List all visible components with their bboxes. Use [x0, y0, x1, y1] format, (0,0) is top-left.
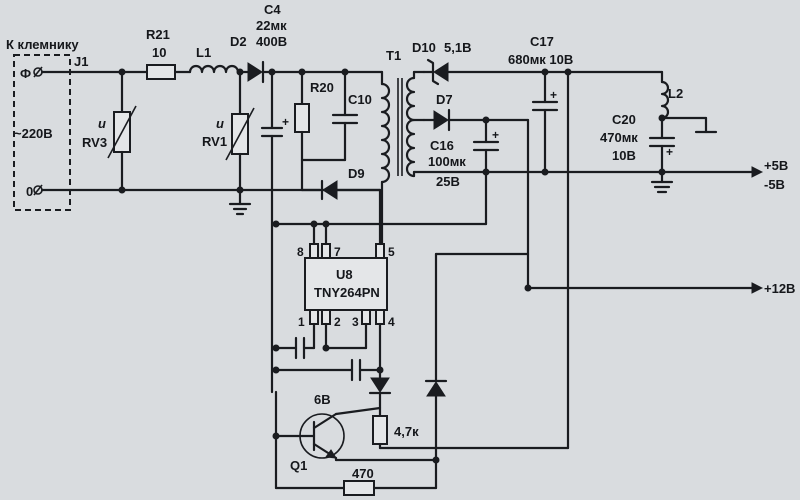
terminal-j1: J1	[74, 54, 88, 69]
svg-text:7: 7	[334, 245, 341, 259]
svg-text:C17: C17	[530, 34, 554, 49]
diode-d2: D2	[230, 34, 384, 84]
resistor-r20: R20	[294, 70, 347, 162]
resistor-4k7: 4,7к	[372, 415, 419, 450]
svg-text:22мк: 22мк	[256, 18, 287, 33]
transistor-q1: 6В Q1	[274, 392, 438, 473]
svg-text:4,7к: 4,7к	[394, 424, 419, 439]
svg-text:C20: C20	[612, 112, 636, 127]
svg-text:400В: 400В	[256, 34, 287, 49]
connector-label: К клемнику	[6, 37, 79, 52]
diode-d7: D7	[422, 92, 530, 132]
svg-text:2: 2	[334, 315, 341, 329]
svg-text:R20: R20	[310, 80, 334, 95]
svg-text:470мк: 470мк	[600, 130, 638, 145]
capacitor-c20: C20 470мк 10В +	[600, 112, 676, 194]
diode-d9: D9	[300, 158, 382, 201]
svg-text:L1: L1	[196, 45, 211, 60]
svg-text:C16: C16	[430, 138, 454, 153]
svg-text:RV3: RV3	[82, 135, 107, 150]
svg-text:T1: T1	[386, 48, 401, 63]
svg-text:u: u	[216, 116, 224, 131]
output-minus5-label: -5В	[764, 177, 785, 192]
svg-text:25В: 25В	[436, 174, 460, 189]
svg-text:470: 470	[352, 466, 374, 481]
resistor-470: 470	[274, 466, 438, 496]
svg-text:10: 10	[152, 45, 166, 60]
svg-text:5,1В: 5,1В	[444, 40, 471, 55]
svg-text:R21: R21	[146, 27, 170, 42]
svg-text:C10: C10	[348, 92, 372, 107]
zener-diode-d10: D10 5,1В	[412, 40, 664, 86]
resistor-r21: R21 10	[146, 27, 192, 80]
voltage-label: ~220В	[14, 126, 53, 141]
svg-text:u: u	[98, 116, 106, 131]
svg-text:10В: 10В	[612, 148, 636, 163]
svg-text:D10: D10	[412, 40, 436, 55]
svg-text:D7: D7	[436, 92, 453, 107]
output-plus12-label: +12В	[764, 281, 795, 296]
svg-text:U8: U8	[336, 267, 353, 282]
inductor-l2: L2	[658, 70, 718, 140]
svg-text:L2: L2	[668, 86, 683, 101]
svg-text:5: 5	[388, 245, 395, 259]
capacitor-c10: C10	[331, 70, 372, 162]
svg-text:+: +	[492, 128, 499, 142]
capacitor-c4: C4 22мк 400В +	[256, 2, 289, 394]
diode-feedback	[368, 377, 392, 418]
svg-text:8: 8	[297, 245, 304, 259]
varistor-rv1: u RV1	[202, 70, 255, 216]
svg-text:D2: D2	[230, 34, 247, 49]
transformer-t1: T1	[380, 48, 754, 250]
diode-d-aux	[424, 252, 530, 490]
svg-text:Q1: Q1	[290, 458, 307, 473]
svg-text:RV1: RV1	[202, 134, 227, 149]
svg-text:680мк 10В: 680мк 10В	[508, 52, 573, 67]
svg-text:3: 3	[352, 315, 359, 329]
svg-text:+: +	[282, 115, 289, 129]
svg-text:4: 4	[388, 315, 395, 329]
svg-text:C4: C4	[264, 2, 281, 17]
svg-text:+: +	[550, 88, 557, 102]
inductor-l1: L1	[188, 45, 250, 76]
svg-text:D9: D9	[348, 166, 365, 181]
varistor-rv3: u RV3	[82, 70, 137, 192]
neutral-label: 0	[26, 184, 33, 199]
svg-text:1: 1	[298, 315, 305, 329]
svg-text:100мк: 100мк	[428, 154, 466, 169]
svg-text:6В: 6В	[314, 392, 331, 407]
capacitor-c17: C17 680мк 10В +	[508, 34, 573, 176]
svg-text:+: +	[666, 145, 673, 159]
output-plus5-label: +5В	[764, 158, 788, 173]
ic-u8-tny264pn: U8 TNY264PN 8 7 5 1 2 3 4	[297, 243, 395, 329]
phase-label: Ф	[20, 66, 31, 81]
svg-text:TNY264PN: TNY264PN	[314, 285, 380, 300]
input-connector-box	[13, 54, 71, 211]
